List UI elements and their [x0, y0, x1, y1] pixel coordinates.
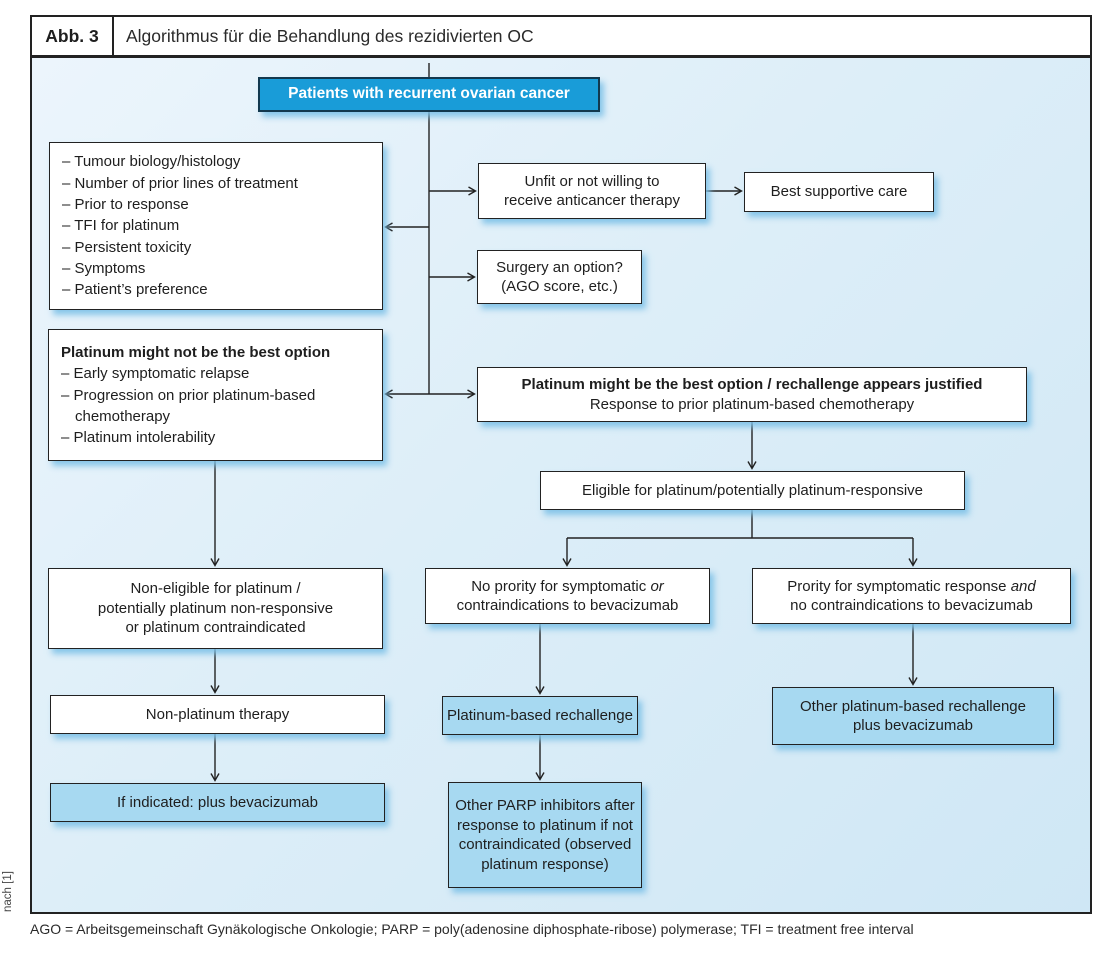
node-platinum-rechallenge: Platinum-based rechallenge — [442, 696, 638, 735]
criteria-item: – Number of prior lines of treatment — [62, 174, 298, 192]
node-no-priority-line1: No prority for symptomatic or — [426, 577, 709, 597]
flowchart-panel: Patients with recurrent ovarian cancer –… — [30, 56, 1092, 914]
node-parp-line: response to platinum if not — [457, 816, 633, 834]
connector-svg — [210, 63, 918, 782]
node-non-eligible-line: or platinum contraindicated — [125, 619, 306, 637]
node-other-rechallenge-line1: Other platinum-based rechallenge — [800, 697, 1026, 715]
node-priority-line2: no contraindications to bevacizumab — [790, 597, 1033, 614]
node-surgery-line1: Surgery an option? — [496, 258, 623, 276]
node-parp-line: contraindicated (observed — [458, 836, 632, 853]
node-best-supportive-care: Best supportive care — [744, 172, 934, 212]
node-no-priority: No prority for symptomatic or contraindi… — [425, 568, 710, 624]
node-root-label: Patients with recurrent ovarian cancer — [288, 85, 570, 103]
node-other-rechallenge: Other platinum-based rechallenge plus be… — [772, 687, 1054, 745]
criteria-item: – Tumour biology/histology — [62, 153, 241, 171]
node-non-eligible-line: potentially platinum non-responsive — [97, 599, 334, 617]
node-platinum-best-title: Platinum might be the best option / rech… — [521, 376, 983, 393]
criteria-item: – Symptoms — [62, 259, 146, 277]
footnote: AGO = Arbeitsgemeinschaft Gynäkologische… — [30, 921, 914, 937]
node-priority-line1: Prority for symptomatic response and — [753, 577, 1070, 597]
node-unfit: Unfit or not willing to receive anticanc… — [478, 163, 706, 219]
criteria-item: – Prior to response — [62, 196, 189, 214]
node-non-platinum-label: Non-platinum therapy — [145, 705, 290, 723]
node-surgery-line2: (AGO score, etc.) — [501, 278, 618, 295]
node-parp-line: platinum response) — [481, 855, 609, 873]
node-platinum-best-subtitle: Response to prior platinum-based chemoth… — [589, 395, 915, 413]
node-rechallenge-label: Platinum-based rechallenge — [447, 706, 633, 724]
criteria-item: – TFI for platinum — [62, 217, 180, 235]
node-root: Patients with recurrent ovarian cancer — [258, 77, 600, 112]
figure-header: Abb. 3 Algorithmus für die Behandlung de… — [30, 15, 1092, 57]
node-no-priority-line2: contraindications to bevacizumab — [456, 597, 679, 614]
node-priority: Prority for symptomatic response and no … — [752, 568, 1071, 624]
node-non-eligible-line: Non-eligible for platinum / — [130, 580, 301, 598]
figure-label: Abb. 3 — [32, 17, 114, 55]
node-priority-italic: and — [1010, 577, 1036, 595]
node-unfit-line1: Unfit or not willing to — [524, 172, 660, 190]
figure-title: Algorithmus für die Behandlung des rezid… — [126, 25, 534, 46]
node-other-rechallenge-line2: plus bevacizumab — [852, 717, 974, 734]
platinum-not-best-item: – Early symptomatic relapse — [61, 365, 250, 383]
node-parp-line: Other PARP inhibitors after — [455, 797, 635, 814]
node-criteria: – Tumour biology/histology – Number of p… — [49, 142, 383, 310]
criteria-item: – Patient’s preference — [62, 281, 208, 299]
node-platinum-best: Platinum might be the best option / rech… — [477, 367, 1027, 422]
source-note: nach [1] — [2, 871, 14, 912]
node-unfit-line2: receive anticancer therapy — [504, 192, 680, 209]
node-non-eligible: Non-eligible for platinum / potentially … — [48, 568, 383, 649]
platinum-not-best-item: – Progression on prior platinum-based ch… — [61, 386, 316, 425]
node-platinum-not-best-title: Platinum might not be the best option — [61, 343, 331, 361]
platinum-not-best-item: – Platinum intolerability — [61, 429, 216, 447]
node-surgery: Surgery an option? (AGO score, etc.) — [477, 250, 642, 304]
node-eligible-label: Eligible for platinum/potentially platin… — [581, 481, 923, 499]
node-parp-inhibitors: Other PARP inhibitors after response to … — [448, 782, 642, 888]
node-priority-pre: Prority for symptomatic response — [787, 577, 1011, 595]
criteria-item: – Persistent toxicity — [62, 238, 192, 256]
node-eligible: Eligible for platinum/potentially platin… — [540, 471, 965, 510]
node-bsc-label: Best supportive care — [770, 183, 908, 201]
node-no-priority-pre: No prority for symptomatic — [471, 577, 651, 595]
node-non-platinum-therapy: Non-platinum therapy — [50, 695, 385, 734]
node-if-indicated-label: If indicated: plus bevacizumab — [117, 793, 318, 811]
node-no-priority-italic: or — [650, 577, 664, 595]
node-platinum-not-best: Platinum might not be the best option – … — [48, 329, 383, 461]
node-if-indicated: If indicated: plus bevacizumab — [50, 783, 385, 822]
